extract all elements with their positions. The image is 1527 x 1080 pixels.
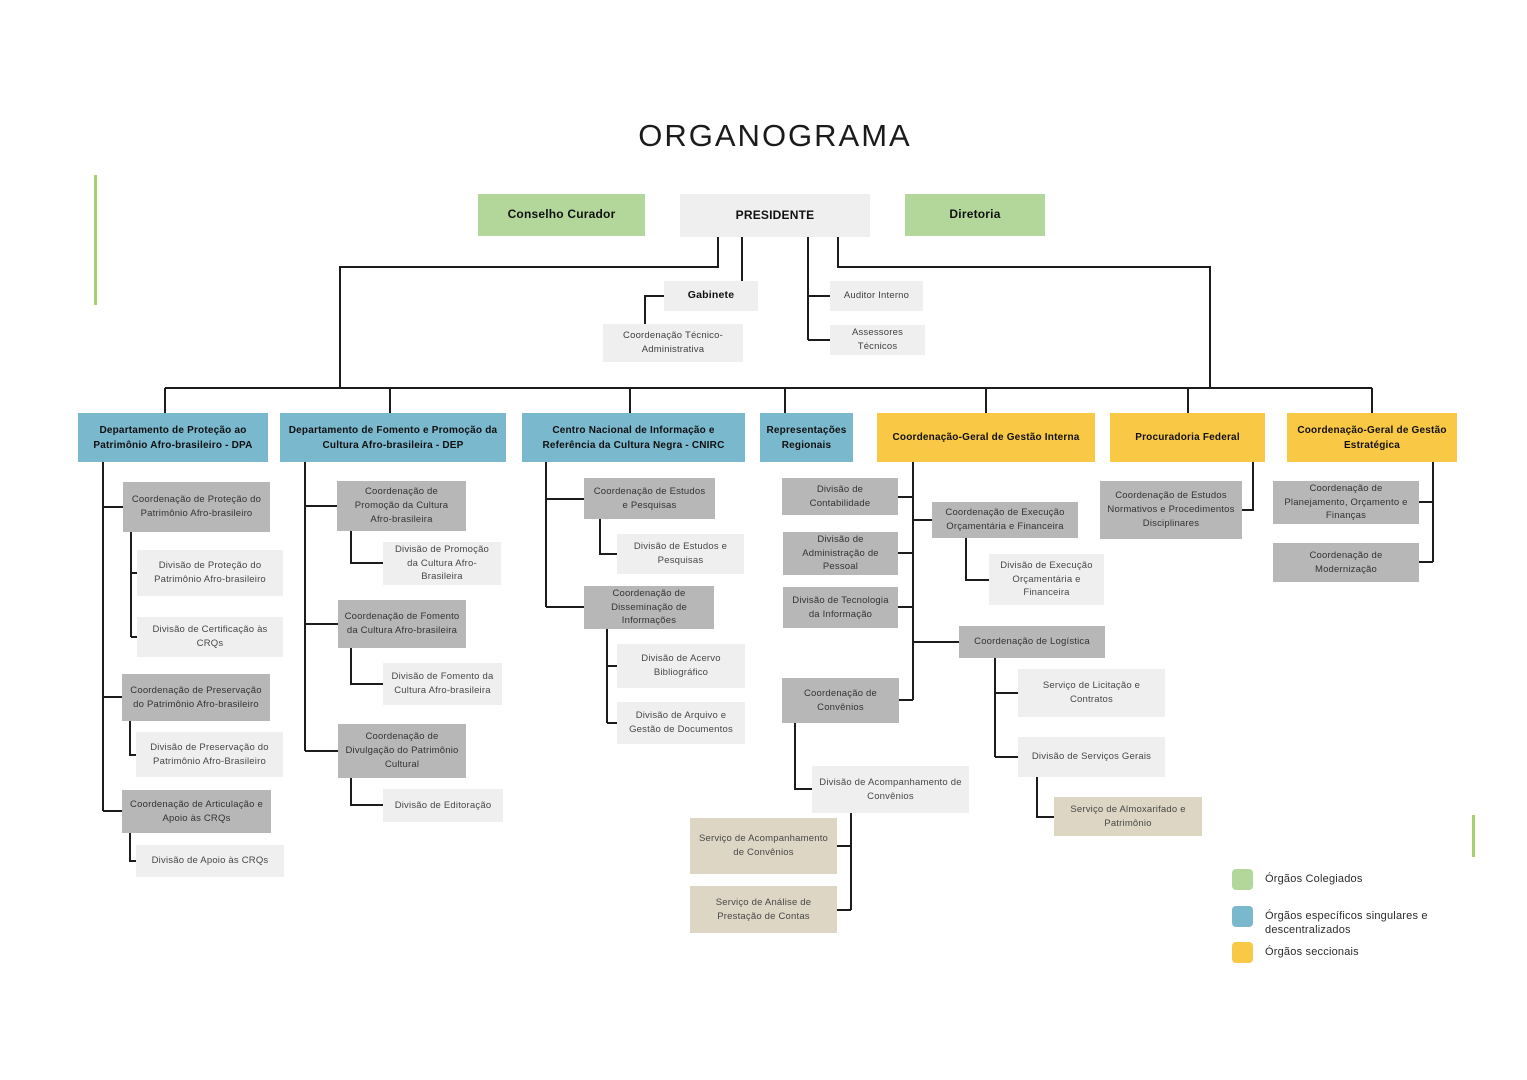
node-representacoes-regionais: Representações Regionais bbox=[760, 413, 853, 462]
node-div-protecao: Divisão de Proteção do Patrimônio Afro-b… bbox=[137, 550, 283, 596]
node-coord-exec-orcamentaria: Coordenação de Execução Orçamentária e F… bbox=[932, 502, 1078, 538]
node-coord-modernizacao: Coordenação de Modernização bbox=[1273, 543, 1419, 582]
node-div-acompanhamento-convenios: Divisão de Acompanhamento de Convênios bbox=[812, 766, 969, 813]
node-div-fomento: Divisão de Fomento da Cultura Afro-brasi… bbox=[383, 663, 502, 705]
node-conselho-curador: Conselho Curador bbox=[478, 194, 645, 236]
node-div-estudos-pesquisas: Divisão de Estudos e Pesquisas bbox=[617, 534, 744, 574]
node-cg-gestao-estrategica: Coordenação-Geral de Gestão Estratégica bbox=[1287, 413, 1457, 462]
node-div-tecnologia: Divisão de Tecnologia da Informação bbox=[783, 587, 898, 628]
node-div-preservacao: Divisão de Preservação do Patrimônio Afr… bbox=[136, 732, 283, 777]
node-procuradoria-federal: Procuradoria Federal bbox=[1110, 413, 1265, 462]
node-presidente: PRESIDENTE bbox=[680, 194, 870, 237]
legend-label-seccionais: Órgãos seccionais bbox=[1265, 946, 1359, 958]
node-div-adm-pessoal: Divisão de Administração de Pessoal bbox=[783, 532, 898, 575]
legend-item-colegiados: Órgãos Colegiados bbox=[1232, 869, 1363, 890]
node-dep: Departamento de Fomento e Promoção da Cu… bbox=[280, 413, 506, 462]
node-serv-almoxarifado: Serviço de Almoxarifado e Patrimônio bbox=[1054, 797, 1202, 836]
node-div-arquivo: Divisão de Arquivo e Gestão de Documento… bbox=[617, 702, 745, 744]
node-coord-promocao: Coordenação de Promoção da Cultura Afro-… bbox=[337, 481, 466, 531]
left-accent-bar bbox=[94, 175, 97, 305]
node-coord-estudos-pesquisas: Coordenação de Estudos e Pesquisas bbox=[584, 478, 715, 519]
legend-label-colegiados: Órgãos Colegiados bbox=[1265, 873, 1363, 885]
node-diretoria: Diretoria bbox=[905, 194, 1045, 236]
node-auditor-interno: Auditor Interno bbox=[830, 281, 923, 311]
node-coord-estudos-normativos: Coordenação de Estudos Normativos e Proc… bbox=[1100, 481, 1242, 539]
node-serv-licitacao: Serviço de Licitação e Contratos bbox=[1018, 669, 1165, 717]
node-div-apoio-crqs: Divisão de Apoio às CRQs bbox=[136, 845, 284, 877]
node-coord-disseminacao: Coordenação de Disseminação de Informaçõ… bbox=[584, 586, 714, 629]
right-accent-bar bbox=[1472, 815, 1475, 857]
node-div-certificacao: Divisão de Certificação às CRQs bbox=[137, 617, 283, 657]
node-div-servicos-gerais: Divisão de Serviços Gerais bbox=[1018, 737, 1165, 777]
node-div-contabilidade: Divisão de Contabilidade bbox=[782, 478, 898, 515]
node-dpa: Departamento de Proteção ao Patrimônio A… bbox=[78, 413, 268, 462]
node-coord-divulgacao: Coordenação de Divulgação do Patrimônio … bbox=[338, 724, 466, 778]
legend-label-especificos: Órgãos específicos singulares e descentr… bbox=[1265, 910, 1428, 937]
node-coordenacao-tecnico-administrativa: Coordenação Técnico-Administrativa bbox=[603, 324, 743, 362]
node-coord-convenios: Coordenação de Convênios bbox=[782, 678, 899, 723]
page-title: ORGANOGRAMA bbox=[638, 118, 912, 153]
node-div-promocao: Divisão de Promoção da Cultura Afro-Bras… bbox=[383, 542, 501, 585]
node-cg-gestao-interna: Coordenação-Geral de Gestão Interna bbox=[877, 413, 1095, 462]
node-gabinete: Gabinete bbox=[664, 281, 758, 311]
node-coord-planejamento: Coordenação de Planejamento, Orçamento e… bbox=[1273, 481, 1419, 524]
node-assessores-tecnicos: Assessores Técnicos bbox=[830, 325, 925, 355]
node-serv-analise-contas: Serviço de Análise de Prestação de Conta… bbox=[690, 886, 837, 933]
node-coord-fomento: Coordenação de Fomento da Cultura Afro-b… bbox=[338, 600, 466, 648]
legend-swatch-colegiados-icon bbox=[1232, 869, 1253, 890]
legend-item-seccionais: Órgãos seccionais bbox=[1232, 942, 1359, 963]
node-coord-protecao: Coordenação de Proteção do Patrimônio Af… bbox=[123, 482, 270, 532]
node-serv-acompanhamento-convenios: Serviço de Acompanhamento de Convênios bbox=[690, 818, 837, 874]
node-div-exec-orcamentaria: Divisão de Execução Orçamentária e Finan… bbox=[989, 554, 1104, 605]
legend-item-especificos: Órgãos específicos singulares e descentr… bbox=[1232, 906, 1450, 938]
node-coord-preservacao: Coordenação de Preservação do Patrimônio… bbox=[122, 674, 270, 721]
legend-swatch-especificos-icon bbox=[1232, 906, 1253, 927]
node-div-editoracao: Divisão de Editoração bbox=[383, 789, 503, 822]
node-div-acervo: Divisão de Acervo Bibliográfico bbox=[617, 644, 745, 688]
node-coord-articulacao: Coordenação de Articulação e Apoio às CR… bbox=[122, 790, 271, 833]
node-cnirc: Centro Nacional de Informação e Referênc… bbox=[522, 413, 745, 462]
legend-swatch-seccionais-icon bbox=[1232, 942, 1253, 963]
node-coord-logistica: Coordenação de Logística bbox=[959, 626, 1105, 658]
